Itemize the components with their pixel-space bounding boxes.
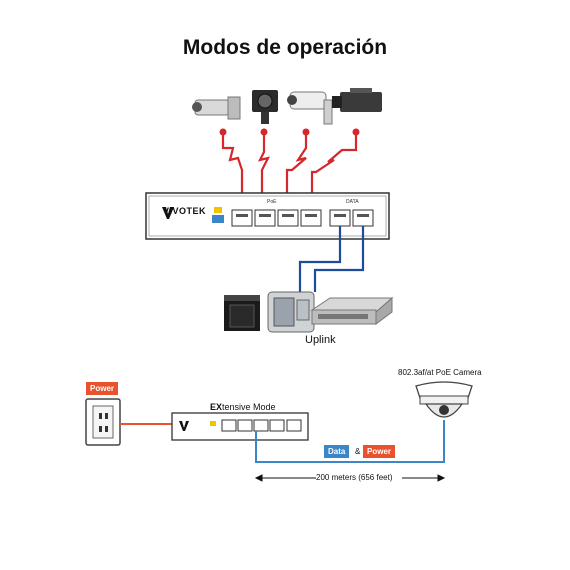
page-title: Modos de operación	[182, 36, 388, 59]
mode-label-rest: tensive Mode	[222, 402, 276, 412]
switch-status-icon	[212, 207, 224, 223]
poe-extender-switch	[171, 412, 309, 441]
wall-outlet	[85, 398, 121, 446]
box-camera-4	[332, 88, 382, 112]
power-tag-outlet: Power	[86, 382, 119, 395]
poe-ports-label: PoE	[267, 199, 277, 205]
mode-label-bold: EX	[210, 402, 223, 412]
power-tag-cable: Power	[363, 445, 396, 458]
poe-cables	[221, 132, 358, 213]
distance-label: 200 meters (656 feet)	[316, 473, 393, 482]
data-power-cable	[255, 420, 445, 463]
poe-cable-heads	[219, 128, 360, 136]
nas-device	[224, 295, 260, 331]
mode-label: EXtensive Mode	[210, 402, 276, 412]
and-sign: &	[355, 447, 361, 456]
bullet-camera-1	[192, 96, 241, 120]
network-switch-device	[310, 296, 394, 325]
uplink-label: Uplink	[305, 334, 336, 346]
box-camera-2	[252, 90, 278, 124]
uplink-cables	[298, 226, 365, 292]
dome-camera	[415, 381, 473, 418]
data-tag: Data	[324, 445, 350, 458]
bullet-camera-3	[287, 91, 333, 125]
port-contacts	[236, 214, 369, 217]
brand-logo-text: VIVOTEK	[163, 206, 207, 216]
camera-label: 802.3af/at PoE Camera	[398, 368, 482, 377]
data-ports-label: DATA	[346, 199, 359, 205]
distance-arrow	[254, 474, 446, 482]
brand-logo-top	[162, 207, 174, 219]
nvr-device	[267, 291, 315, 333]
